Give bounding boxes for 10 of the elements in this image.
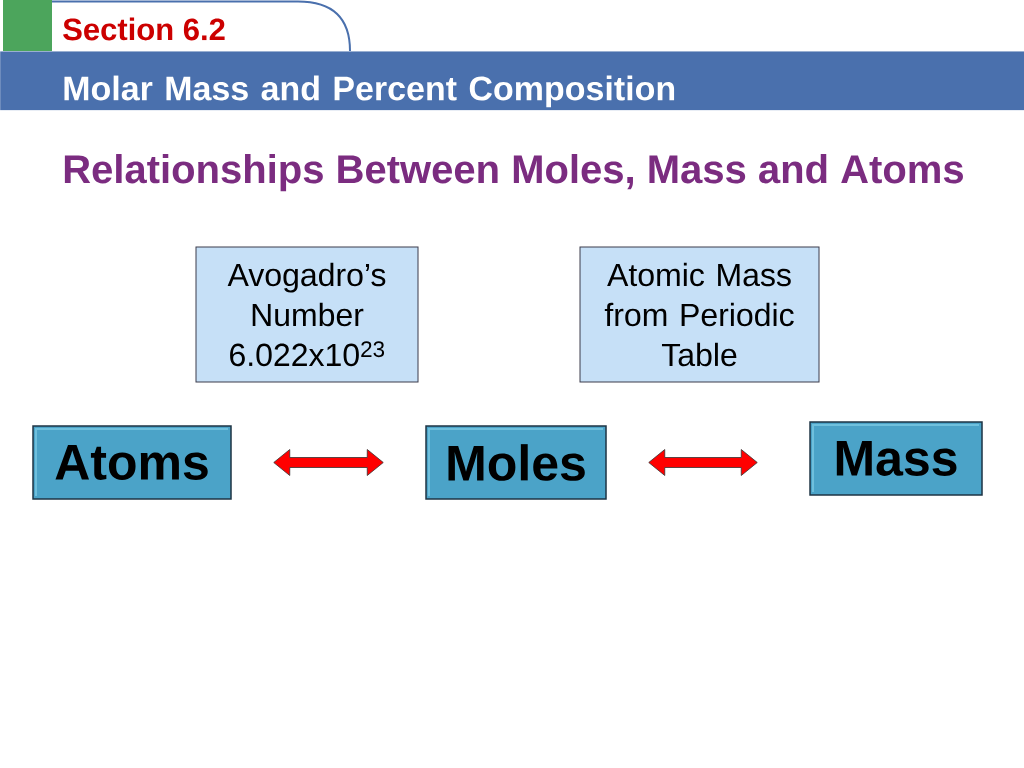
- info-box: Avogadro’s Number 6.022x10$^{23}$: [195, 246, 419, 383]
- concept-box: Mass: [809, 421, 983, 496]
- concept-box: Moles: [425, 425, 607, 500]
- double-arrow: [273, 449, 384, 476]
- concept-box: Atoms: [32, 425, 232, 500]
- info-box: Atomic Mass from Periodic Table: [579, 246, 820, 383]
- section-tab: Section 6.2: [51, 0, 351, 52]
- double-arrow: [648, 449, 758, 476]
- heading: Relationships Between Moles, Mass and Atoms: [64, 154, 963, 192]
- header-band: Molar Mass and Percent Composition: [0, 51, 1024, 111]
